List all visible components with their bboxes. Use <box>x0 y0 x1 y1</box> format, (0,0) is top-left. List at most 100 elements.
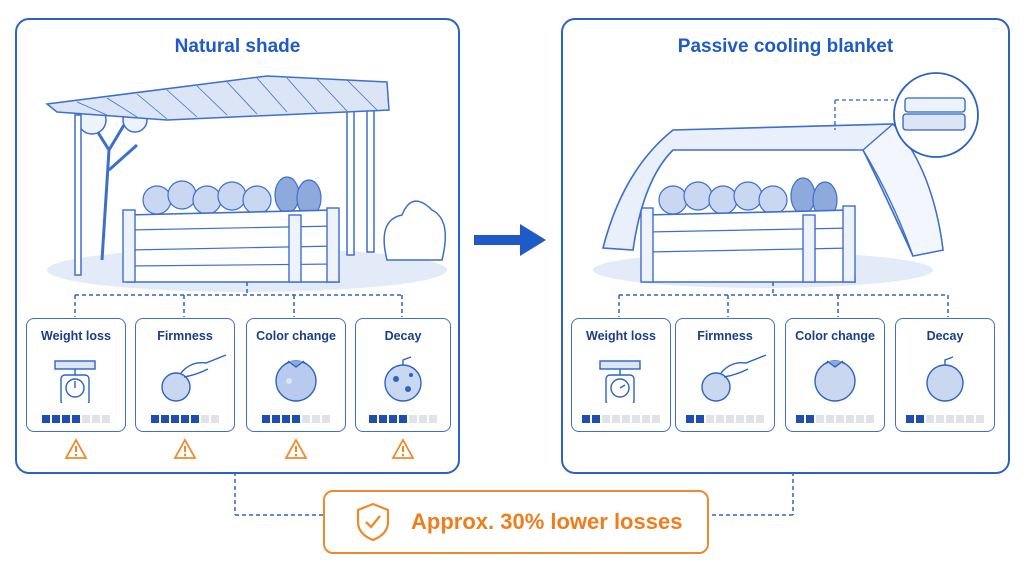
warning-icon <box>173 438 197 459</box>
level-meter <box>896 415 994 423</box>
meter-segment <box>716 415 724 423</box>
meter-segment <box>686 415 694 423</box>
meter-segment <box>592 415 600 423</box>
metric-label: Color change <box>256 329 336 343</box>
meter-segment <box>429 415 437 423</box>
meter-segment <box>926 415 934 423</box>
level-meter <box>136 415 234 423</box>
meter-segment <box>706 415 714 423</box>
meter-segment <box>736 415 744 423</box>
meter-segment <box>946 415 954 423</box>
metric-label: Decay <box>384 329 422 343</box>
meter-segment <box>52 415 60 423</box>
meter-segment <box>966 415 974 423</box>
left-connector-lines <box>74 282 403 317</box>
meter-segment <box>272 415 280 423</box>
metric-label: Firmness <box>697 329 753 343</box>
level-meter <box>786 415 884 423</box>
meter-segment <box>816 415 824 423</box>
level-meter <box>356 415 450 423</box>
meter-segment <box>201 415 209 423</box>
firmness-card: Firmness <box>675 318 775 432</box>
meter-segment <box>806 415 814 423</box>
color-change-card: Color change <box>246 318 346 432</box>
meter-segment <box>409 415 417 423</box>
meter-segment <box>262 415 270 423</box>
meter-segment <box>652 415 660 423</box>
meter-segment <box>756 415 764 423</box>
meter-segment <box>181 415 189 423</box>
decay-card: Decay <box>355 318 451 432</box>
weight-loss-card: Weight loss <box>571 318 671 432</box>
meter-segment <box>906 415 914 423</box>
meter-segment <box>622 415 630 423</box>
scale-icon <box>54 360 96 403</box>
level-meter <box>27 415 125 423</box>
meter-segment <box>936 415 944 423</box>
meter-segment <box>419 415 427 423</box>
passive-cooling-title: Passive cooling blanket <box>677 36 894 57</box>
natural-shade-title: Natural shade <box>174 36 301 57</box>
warning-icon <box>284 438 308 459</box>
meter-segment <box>976 415 984 423</box>
weight-loss-card: Weight loss <box>26 318 126 432</box>
meter-segment <box>171 415 179 423</box>
metric-label: Color change <box>795 329 875 343</box>
fresh-fruit-icon <box>926 356 964 402</box>
meter-segment <box>642 415 650 423</box>
meter-segment <box>602 415 610 423</box>
meter-segment <box>796 415 804 423</box>
tomato-icon <box>275 360 317 402</box>
decaying-fruit-icon <box>384 356 422 402</box>
meter-segment <box>582 415 590 423</box>
result-callout: Approx. 30% lower losses <box>323 490 709 554</box>
meter-segment <box>42 415 50 423</box>
metric-label: Firmness <box>157 329 213 343</box>
metric-label: Weight loss <box>41 329 111 343</box>
decay-card: Decay <box>895 318 995 432</box>
shield-check-icon <box>356 502 390 542</box>
level-meter <box>572 415 670 423</box>
shade-structure-illustration <box>45 75 447 292</box>
hand-squeeze-icon <box>161 354 227 402</box>
meter-segment <box>211 415 219 423</box>
meter-segment <box>836 415 844 423</box>
meter-segment <box>292 415 300 423</box>
meter-segment <box>302 415 310 423</box>
tomato-icon <box>814 360 856 402</box>
warning-icon <box>391 438 415 459</box>
meter-segment <box>161 415 169 423</box>
result-text: Approx. 30% lower losses <box>411 509 683 534</box>
meter-segment <box>369 415 377 423</box>
metric-label: Weight loss <box>586 329 656 343</box>
meter-segment <box>389 415 397 423</box>
passive-cooling-panel: Passive cooling blanket <box>561 18 1010 474</box>
meter-segment <box>82 415 90 423</box>
meter-segment <box>632 415 640 423</box>
hand-squeeze-icon <box>701 354 767 402</box>
meter-segment <box>92 415 100 423</box>
meter-segment <box>612 415 620 423</box>
meter-segment <box>72 415 80 423</box>
firmness-card: Firmness <box>135 318 235 432</box>
meter-segment <box>696 415 704 423</box>
level-meter <box>247 415 345 423</box>
meter-segment <box>379 415 387 423</box>
meter-segment <box>191 415 199 423</box>
scale-icon <box>599 360 641 403</box>
meter-segment <box>62 415 70 423</box>
meter-segment <box>151 415 159 423</box>
natural-shade-panel: Natural shade <box>15 18 460 474</box>
meter-segment <box>312 415 320 423</box>
meter-segment <box>956 415 964 423</box>
meter-segment <box>856 415 864 423</box>
produce-crate-icon <box>122 176 340 283</box>
meter-segment <box>866 415 874 423</box>
right-connector-lines <box>618 282 949 317</box>
arrow-right-icon <box>474 224 546 256</box>
meter-segment <box>399 415 407 423</box>
color-change-card: Color change <box>785 318 885 432</box>
level-meter <box>676 415 774 423</box>
meter-segment <box>282 415 290 423</box>
